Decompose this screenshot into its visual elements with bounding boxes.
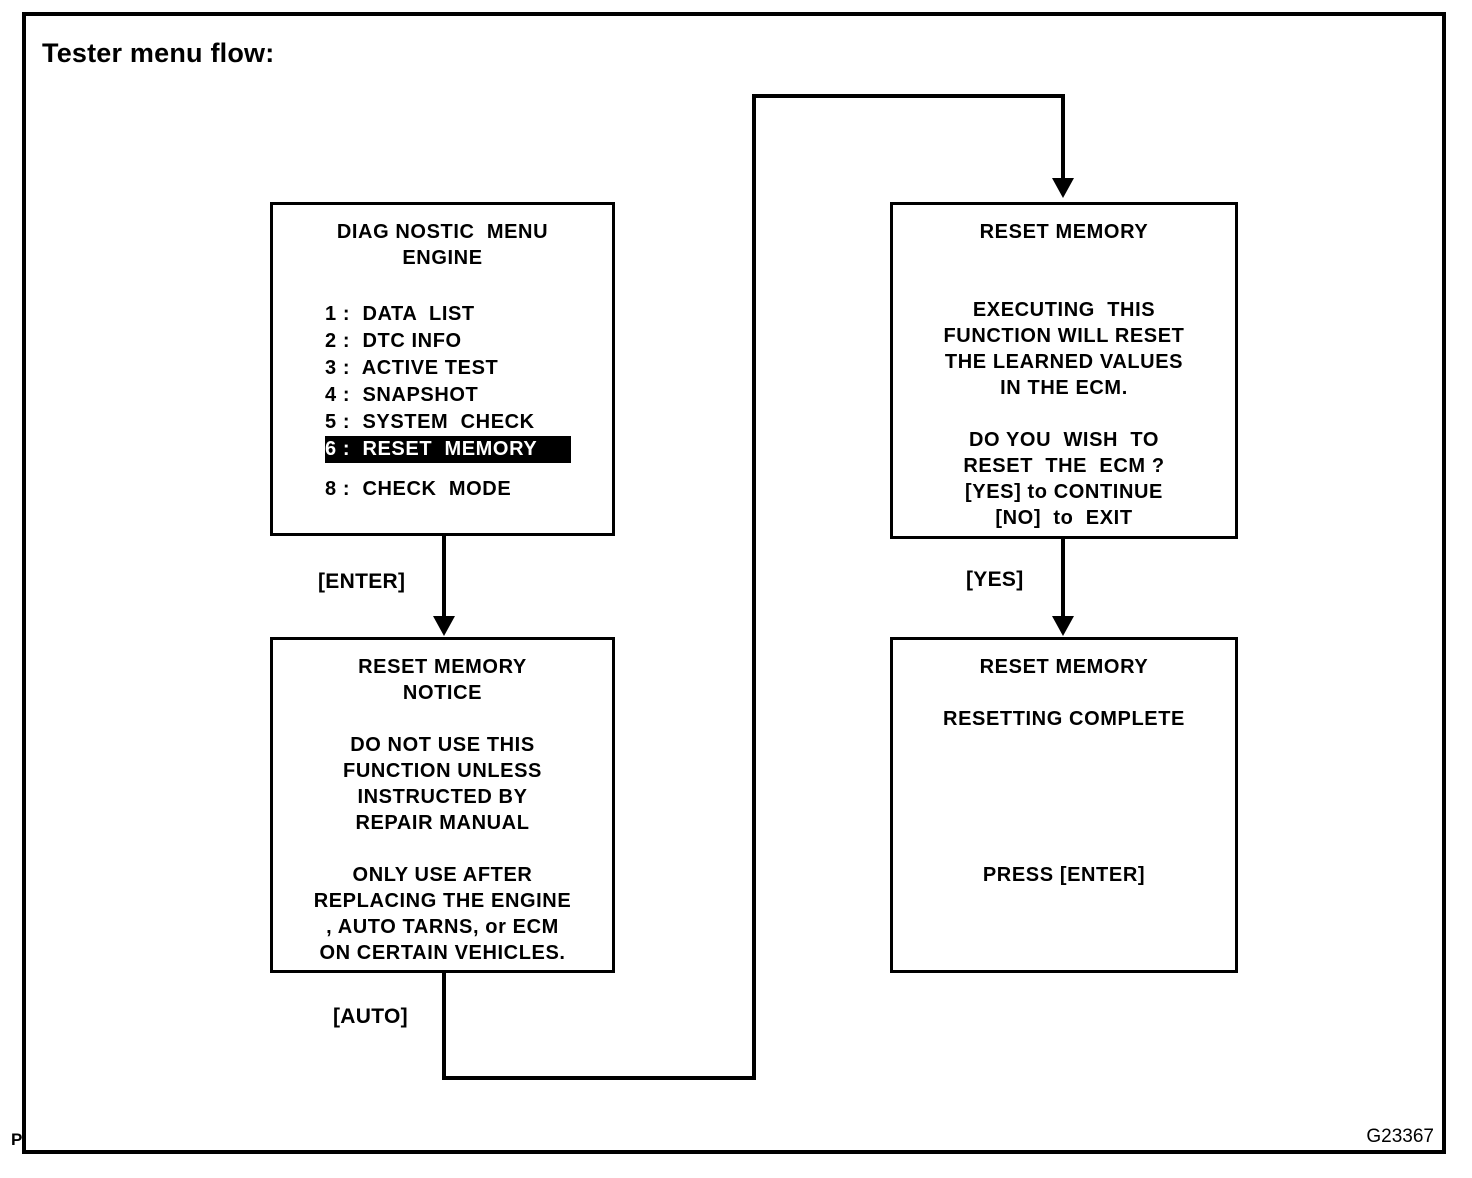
connector-label-yes: [YES]: [966, 568, 1024, 591]
corner-mark: P: [11, 1130, 23, 1149]
screen3-line-8: [893, 401, 1235, 427]
screen3-line-3: [893, 271, 1235, 297]
page-title: Tester menu flow:: [42, 38, 275, 68]
screen3-line-5: FUNCTION WILL RESET: [943, 325, 1185, 347]
screen2-line-6: INSTRUCTED BY: [357, 786, 528, 808]
connector-auto-line-up: [752, 94, 756, 1080]
connector-auto-line-right: [442, 1076, 756, 1080]
connector-label-auto: [AUTO]: [333, 1005, 408, 1028]
diagnostic-menu-list: 1 : DATA LIST 2 : DTC INFO 3 : ACTIVE TE…: [325, 301, 571, 503]
screen3-line-11: [YES] to CONTINUE: [965, 481, 1163, 503]
connector-yes-arrowhead: [1052, 616, 1074, 636]
menu-item-reset-memory[interactable]: 6 : RESET MEMORY: [325, 436, 571, 463]
menu-item-check-mode[interactable]: 8 : CHECK MODE: [325, 478, 512, 500]
screen2-line-11: , AUTO TARNS, or ECM: [326, 916, 559, 938]
screen4-line-4: [893, 732, 1235, 758]
screen-resetting-complete: RESET MEMORY RESETTING COMPLETE PRESS [E…: [890, 637, 1238, 973]
screen2-line-4: DO NOT USE THIS: [350, 734, 535, 756]
screen1-header-line-2: ENGINE: [402, 247, 483, 269]
screen3-line-1: RESET MEMORY: [979, 221, 1149, 243]
screen2-line-1: RESET MEMORY: [358, 656, 527, 678]
screen2-line-8: [273, 836, 612, 862]
screen3-line-12: [NO] to EXIT: [995, 507, 1133, 529]
figure-id-label: G23367: [1366, 1126, 1434, 1147]
screen3-line-4: EXECUTING THIS: [972, 299, 1156, 321]
screen4-line-8: [893, 836, 1235, 862]
screen2-line-7: REPAIR MANUAL: [355, 812, 530, 834]
screen4-line-5: [893, 758, 1235, 784]
screen1-header-line-1: DIAG NOSTIC MENU: [336, 221, 549, 243]
screen-reset-memory-confirm: RESET MEMORY EXECUTING THIS FUNCTION WIL…: [890, 202, 1238, 539]
connector-enter-arrowhead: [433, 616, 455, 636]
connector-auto-line-top: [752, 94, 1065, 98]
screen2-line-2: NOTICE: [402, 682, 483, 704]
screen-diagnostic-menu: DIAG NOSTIC MENU ENGINE 1 : DATA LIST 2 …: [270, 202, 615, 536]
screen4-line-9: PRESS [ENTER]: [982, 864, 1146, 886]
screen3-line-9: DO YOU WISH TO: [969, 429, 1159, 451]
menu-item-system-check[interactable]: 5 : SYSTEM CHECK: [325, 411, 535, 433]
screen2-line-5: FUNCTION UNLESS: [343, 760, 542, 782]
screen3-line-10: RESET THE ECM ?: [963, 455, 1165, 477]
screen4-line-7: [893, 810, 1235, 836]
screen-reset-memory-notice: RESET MEMORY NOTICE DO NOT USE THIS FUNC…: [270, 637, 615, 973]
connector-auto-line-into-confirm: [1061, 94, 1065, 180]
screen3-line-7: IN THE ECM.: [1000, 377, 1128, 399]
connector-enter-line: [442, 536, 446, 619]
menu-item-data-list[interactable]: 1 : DATA LIST: [325, 303, 475, 325]
screen4-line-2: [893, 680, 1235, 706]
screen4-line-3: RESETTING COMPLETE: [943, 708, 1185, 730]
menu-gap: [325, 463, 571, 476]
connector-yes-line: [1061, 539, 1065, 619]
connector-auto-arrowhead: [1052, 178, 1074, 198]
screen2-line-9: ONLY USE AFTER: [352, 864, 533, 886]
menu-item-snapshot[interactable]: 4 : SNAPSHOT: [325, 384, 479, 406]
screen4-line-1: RESET MEMORY: [979, 656, 1149, 678]
connector-auto-line-down: [442, 972, 446, 1080]
screen2-line-3: [273, 706, 612, 732]
screen3-line-2: [893, 245, 1235, 271]
menu-item-active-test[interactable]: 3 : ACTIVE TEST: [325, 357, 499, 379]
screen2-line-10: REPLACING THE ENGINE: [313, 890, 572, 912]
figure-border: [22, 12, 1446, 1154]
screen2-line-12: ON CERTAIN VEHICLES.: [319, 942, 566, 964]
screen3-line-6: THE LEARNED VALUES: [944, 351, 1184, 373]
menu-item-dtc-info[interactable]: 2 : DTC INFO: [325, 330, 462, 352]
connector-label-enter: [ENTER]: [318, 570, 406, 593]
screen4-line-6: [893, 784, 1235, 810]
